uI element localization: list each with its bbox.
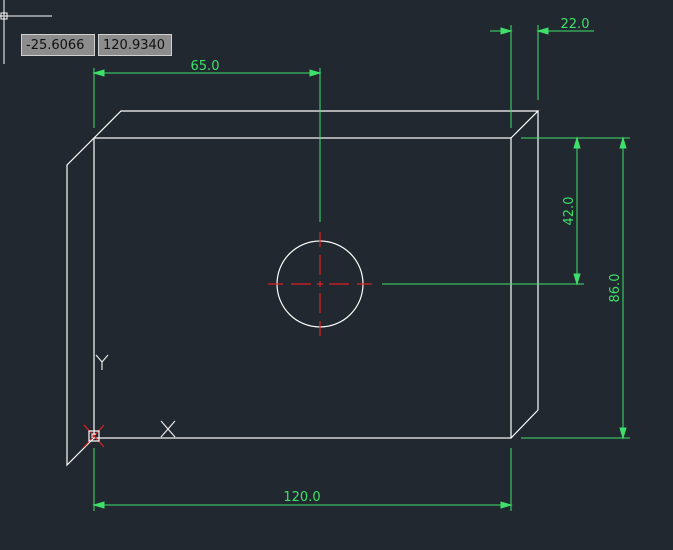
- box-top-face: [93, 110, 540, 139]
- box-left-edge: [66, 137, 95, 467]
- box-right-face: [510, 111, 539, 439]
- dimension-hole-height[interactable]: [382, 136, 584, 286]
- coordinate-x-field[interactable]: -25.6066: [21, 34, 95, 56]
- box-geometry[interactable]: [66, 110, 540, 467]
- dim-label-hole-height: 42.0: [562, 197, 577, 226]
- dimension-height[interactable]: [521, 136, 630, 440]
- dim-label-hole-offset: 65.0: [191, 59, 220, 74]
- box-front-face: [93, 137, 512, 439]
- hole-center-mark: [268, 232, 372, 336]
- ucs-axis-icon: [83, 354, 176, 448]
- dim-label-width: 120.0: [283, 490, 320, 505]
- dimension-width[interactable]: [92, 448, 513, 511]
- dim-label-height: 86.0: [608, 274, 623, 303]
- crosshair-cursor-icon: [0, 0, 52, 64]
- dim-label-depth: 22.0: [561, 17, 590, 32]
- dimension-hole-offset[interactable]: [92, 68, 322, 222]
- dimension-depth[interactable]: [490, 25, 594, 128]
- coordinate-y-field[interactable]: 120.9340: [98, 34, 172, 56]
